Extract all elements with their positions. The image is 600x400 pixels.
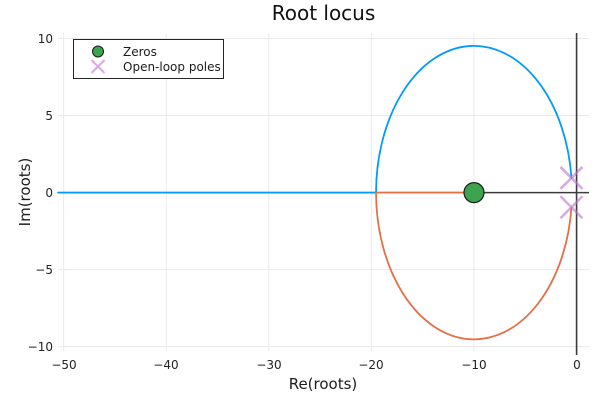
locus-branch-lower: [375, 191, 573, 341]
zero-legend-icon: [92, 45, 104, 58]
y-tick-label: 10: [37, 32, 53, 46]
legend: Zeros Open-loop poles: [73, 39, 224, 79]
pole-marker: [559, 166, 584, 190]
legend-item-open-loop-poles: Open-loop poles: [88, 59, 223, 74]
x-tick-label: −20: [358, 358, 384, 372]
x-axis-label: Re(roots): [288, 375, 358, 393]
pole-legend-icon: [90, 59, 106, 74]
x-tick-label: −40: [153, 358, 179, 372]
y-tick-label: 0: [45, 186, 53, 200]
y-tick-label: 5: [45, 109, 53, 123]
x-tick-label: −50: [51, 358, 77, 372]
y-axis-label: Im(roots): [16, 157, 34, 227]
y-tick-label: −5: [35, 263, 53, 277]
pole-marker: [559, 195, 584, 220]
legend-label: Zeros: [123, 44, 157, 59]
zero-marker: [463, 182, 485, 204]
legend-item-zeros: Zeros: [88, 44, 223, 59]
locus-branch-upper: [57, 45, 573, 194]
y-tick-label: −10: [27, 340, 53, 354]
x-tick-label: −30: [256, 358, 282, 372]
x-tick-label: −10: [461, 358, 487, 372]
x-tick-label: 0: [573, 358, 581, 372]
legend-label: Open-loop poles: [123, 59, 221, 74]
chart-title: Root locus: [271, 1, 376, 25]
